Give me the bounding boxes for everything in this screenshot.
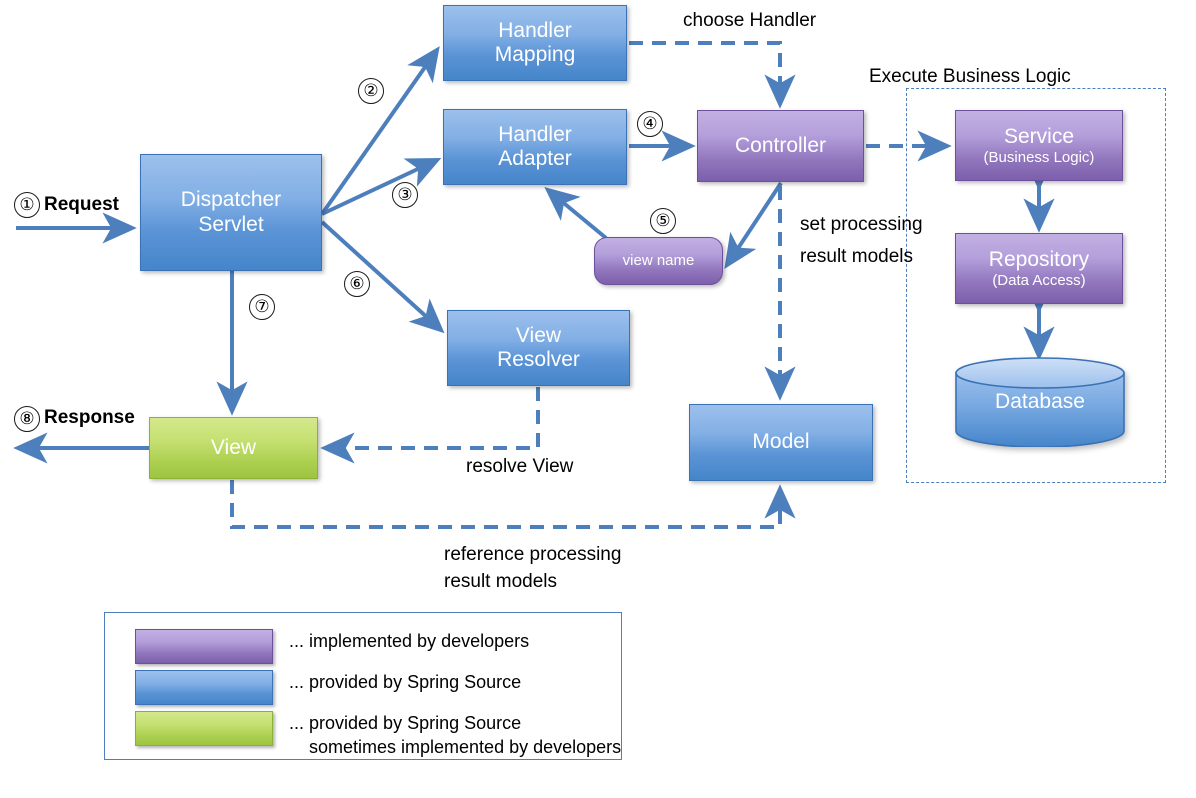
step-number-3: ③ [392,182,418,208]
handler-mapping-label-line1: Handler [498,18,572,42]
step-number-2: ② [358,78,384,104]
label-request: Request [44,194,119,215]
legend-swatch-green [135,711,273,746]
step-number-6: ⑥ [344,271,370,297]
dispatcher-servlet-label-line2: Servlet [198,212,264,236]
handler-adapter-label-line1: Handler [498,122,572,146]
legend-item-green: ... provided by Spring Source sometimes … [135,711,621,760]
controller-label: Controller [734,133,827,157]
label-execute-business-logic: Execute Business Logic [869,66,1071,87]
node-controller[interactable]: Controller [697,110,864,182]
node-handler-adapter[interactable]: Handler Adapter [443,109,627,185]
step-number-5: ⑤ [650,208,676,234]
label-response: Response [44,407,135,428]
node-view-resolver[interactable]: View Resolver [447,310,630,386]
legend-label-blue: ... provided by Spring Source [289,672,522,692]
node-service[interactable]: Service (Business Logic) [955,110,1123,181]
legend-swatch-blue [135,670,273,705]
legend-label-green: ... provided by Spring Source sometimes … [289,713,622,758]
view-resolver-label-line2: Resolver [497,348,580,371]
step-number-1: ① [14,192,40,218]
view-label: View [210,435,257,459]
repository-label-line2: (Data Access) [992,271,1086,289]
label-set-processing: set processing [800,214,923,235]
label-result-models: result models [800,246,913,267]
view-resolver-label-line1: View [515,323,562,347]
legend-panel: ... implemented by developers ... provid… [104,612,622,760]
database-cylinder-icon [955,357,1125,448]
step-number-7: ⑦ [249,294,275,320]
business-logic-group-region [906,88,1166,483]
node-view[interactable]: View [149,417,318,479]
legend-item-blue: ... provided by Spring Source [135,670,521,705]
node-handler-mapping[interactable]: Handler Mapping [443,5,627,81]
service-label-line2: (Business Logic) [983,148,1095,166]
repository-label-line1: Repository [988,247,1090,271]
node-view-name[interactable]: view name [594,237,723,285]
node-dispatcher-servlet[interactable]: Dispatcher Servlet [140,154,322,271]
dispatcher-servlet-label-line1: Dispatcher [180,188,282,212]
service-label-line1: Service [1003,124,1075,148]
label-reference-processing-line2: result models [444,571,557,592]
label-choose-handler: choose Handler [683,10,817,31]
node-database[interactable]: Database [955,357,1125,448]
handler-mapping-label-line2: Mapping [494,43,576,66]
model-label: Model [752,430,810,454]
legend-swatch-purple [135,629,273,664]
legend-label-purple: ... implemented by developers [289,631,530,651]
handler-adapter-label-line2: Adapter [498,147,572,170]
node-repository[interactable]: Repository (Data Access) [955,233,1123,304]
legend-item-purple: ... implemented by developers [135,629,529,664]
label-reference-processing-line1: reference processing [444,544,622,565]
label-resolve-view: resolve View [466,456,574,477]
step-number-4: ④ [637,111,663,137]
view-name-label: view name [622,252,695,270]
node-model[interactable]: Model [689,404,873,481]
step-number-8: ⑧ [14,406,40,432]
